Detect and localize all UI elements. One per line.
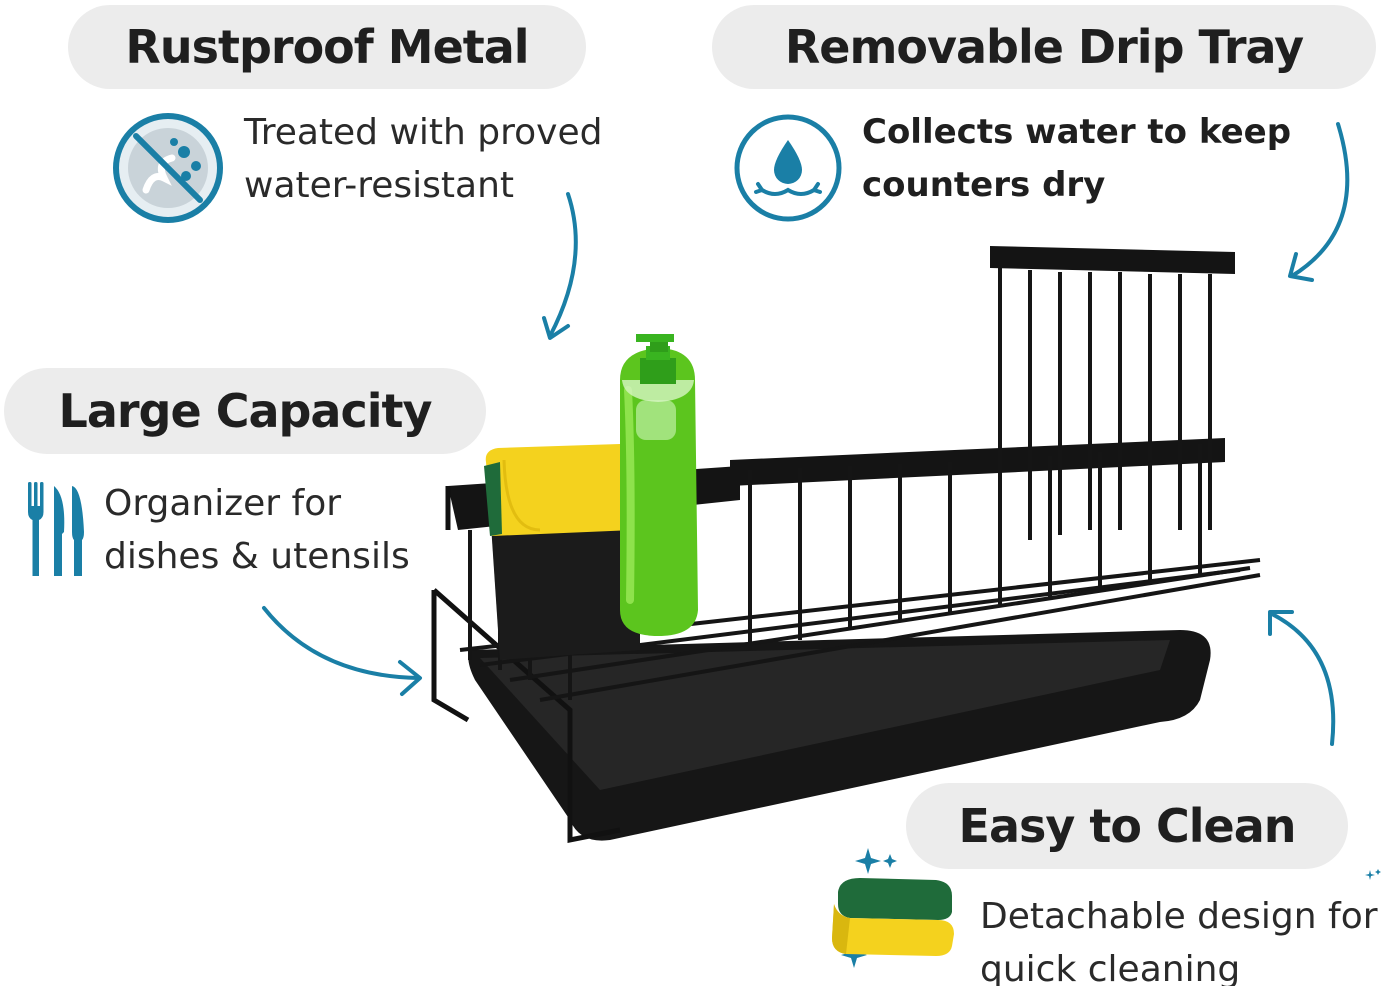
feature-desc-capacity: Organizer for dishes & utensils (104, 477, 410, 583)
desc-line: Organizer for (104, 483, 342, 524)
desc-line: Treated with proved (244, 112, 603, 153)
desc-line: counters dry (862, 165, 1106, 205)
feature-desc-easy-clean: Detachable design for quick cleaning (980, 890, 1378, 986)
arrow-icon-rustproof (542, 192, 578, 340)
water-resistant-icon (112, 112, 224, 224)
feature-title-easy-clean: Easy to Clean (906, 783, 1348, 869)
desc-line: Collects water to keep (862, 112, 1292, 152)
desc-line: Detachable design for (980, 896, 1378, 937)
sparkle-icon (1365, 869, 1381, 880)
desc-line: water-resistant (244, 165, 515, 206)
feature-title-rustproof: Rustproof Metal (68, 5, 586, 89)
arrow-icon-drip-tray (1288, 122, 1350, 282)
feature-desc-drip-tray: Collects water to keep counters dry (862, 106, 1291, 212)
desc-line: quick cleaning (980, 949, 1241, 986)
arrow-icon-capacity (262, 606, 422, 696)
dish-rack-image (431, 246, 1261, 844)
water-drop-icon (732, 112, 844, 224)
feature-title-capacity: Large Capacity (4, 368, 486, 454)
desc-line: dishes & utensils (104, 536, 410, 577)
feature-title-drip-tray: Removable Drip Tray (712, 5, 1376, 89)
utensils-icon (26, 482, 88, 578)
feature-desc-rustproof: Treated with proved water-resistant (244, 106, 603, 212)
sponge-icon (830, 842, 958, 972)
arrow-icon-easy-clean (1268, 610, 1336, 746)
